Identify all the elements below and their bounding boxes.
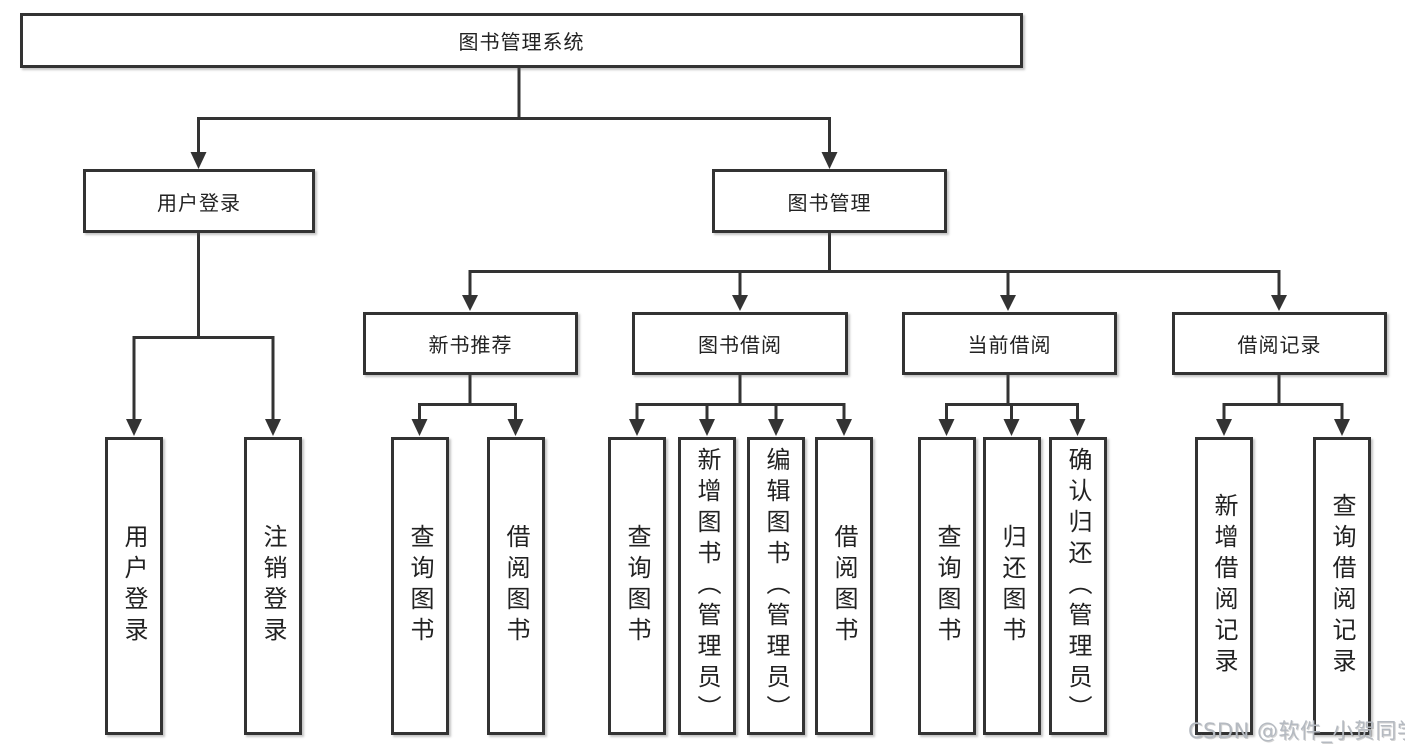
leaf-label: 新增借阅记录 (1210, 493, 1238, 679)
connector-line (197, 68, 831, 156)
arrow-down-icon (411, 419, 428, 436)
leaf-label: 注销登录 (259, 524, 287, 648)
watermark: CSDN @软件_小贺同学 (1188, 719, 1405, 743)
connector-line (945, 375, 1079, 421)
connector-line (1222, 375, 1344, 421)
leaf-add-borrow-record: 新增借阅记录 (1195, 437, 1253, 735)
node-label: 新书推荐 (428, 333, 513, 357)
leaf-query-books: 查询图书 (391, 437, 449, 735)
arrow-down-icon (836, 419, 852, 436)
node-label: 当前借阅 (967, 333, 1052, 357)
leaf-confirm-return-admin: 确认归还（管理员） (1049, 437, 1107, 735)
node-label: 图书管理 (787, 190, 872, 215)
arrow-down-icon (126, 419, 142, 436)
node-book-management: 图书管理 (712, 169, 947, 233)
arrow-down-icon (1216, 419, 1232, 436)
arrow-down-icon (1271, 295, 1287, 311)
arrow-down-icon (462, 295, 478, 311)
node-label: 借阅记录 (1237, 333, 1322, 357)
leaf-label: 借阅图书 (830, 524, 858, 648)
leaf-label: 用户登录 (120, 524, 148, 648)
node-new-book-recommendation: 新书推荐 (363, 312, 578, 375)
leaf-logout: 注销登录 (244, 437, 302, 735)
leaf-label: 归还图书 (998, 524, 1026, 648)
leaf-label: 编辑图书（管理员） (762, 446, 790, 726)
node-book-management-system: 图书管理系统 (20, 13, 1023, 68)
leaf-borrow-books: 借阅图书 (487, 437, 545, 735)
connector-line (635, 375, 846, 421)
leaf-user-login: 用户登录 (105, 437, 163, 735)
leaf-label: 查询图书 (933, 524, 961, 648)
arrow-down-icon (1000, 295, 1016, 311)
arrow-down-icon (629, 419, 645, 436)
connector-line (132, 233, 275, 421)
leaf-label: 新增图书（管理员） (693, 446, 721, 726)
arrow-down-icon (699, 419, 715, 436)
arrow-down-icon (1069, 419, 1086, 436)
leaf-label: 确认归还（管理员） (1064, 446, 1092, 726)
leaf-query-borrow-record: 查询借阅记录 (1313, 437, 1371, 735)
leaf-label: 查询图书 (406, 524, 434, 648)
node-label: 图书借阅 (698, 333, 782, 357)
leaf-label: 借阅图书 (502, 524, 530, 648)
arrow-down-icon (507, 419, 524, 436)
node-user-login: 用户登录 (83, 169, 315, 233)
arrow-down-icon (821, 152, 838, 169)
node-borrowing-records: 借阅记录 (1172, 312, 1387, 375)
node-label: 图书管理系统 (458, 30, 585, 54)
leaf-query-books: 查询图书 (608, 437, 666, 735)
node-current-borrowing: 当前借阅 (902, 312, 1117, 375)
leaf-query-books: 查询图书 (918, 437, 976, 735)
leaf-return-book: 归还图书 (983, 437, 1041, 735)
arrow-down-icon (768, 419, 784, 436)
arrow-down-icon (1003, 419, 1020, 436)
arrow-down-icon (732, 295, 748, 311)
arrow-down-icon (190, 152, 207, 169)
leaf-edit-book-admin: 编辑图书（管理员） (747, 437, 805, 735)
node-book-borrowing: 图书借阅 (632, 312, 848, 375)
connector-line (418, 375, 517, 421)
leaf-label: 查询图书 (623, 524, 651, 648)
leaf-add-book-admin: 新增图书（管理员） (678, 437, 736, 735)
node-label: 用户登录 (157, 190, 241, 215)
arrow-down-icon (938, 419, 955, 436)
leaf-borrow-books: 借阅图书 (815, 437, 873, 735)
connector-line (468, 233, 1281, 297)
arrow-down-icon (1334, 419, 1350, 436)
leaf-label: 查询借阅记录 (1328, 493, 1356, 679)
arrow-down-icon (265, 419, 281, 436)
